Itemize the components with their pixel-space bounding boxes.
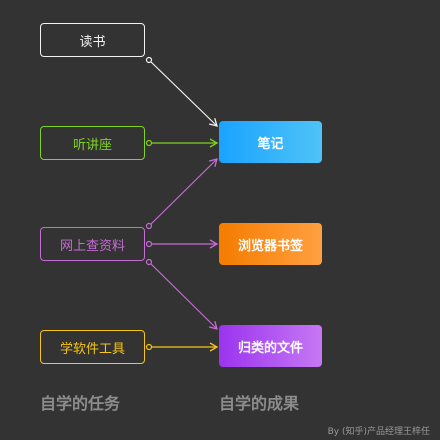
connector-tools-to-files [145,342,219,352]
task-label: 学软件工具 [59,341,125,357]
connector-research-to-bookmarks [145,239,219,249]
connector-research-to-notes [145,158,218,230]
task-label: 听讲座 [72,137,112,153]
result-node-files: 归类的文件 [219,325,322,367]
result-label: 归类的文件 [237,340,303,356]
task-label: 网上查资料 [59,238,125,254]
task-node-software-tools: 学软件工具 [40,330,145,364]
tasks-caption: 自学的任务 [40,394,121,413]
results-caption: 自学的成果 [219,394,300,413]
author-credit: By (知乎)产品经理王梓任 [327,427,430,437]
task-node-reading: 读书 [40,23,145,57]
connector-research-to-files [145,258,218,330]
task-label: 读书 [79,34,106,50]
result-node-bookmarks: 浏览器书签 [219,223,322,265]
result-node-notes: 笔记 [219,121,322,163]
result-label: 浏览器书签 [237,238,303,254]
task-node-lecture: 听讲座 [40,126,145,160]
connector-reading-to-notes [145,56,218,127]
result-label: 笔记 [257,136,284,152]
task-node-online-research: 网上查资料 [40,227,145,261]
connector-lecture-to-notes [145,138,219,148]
